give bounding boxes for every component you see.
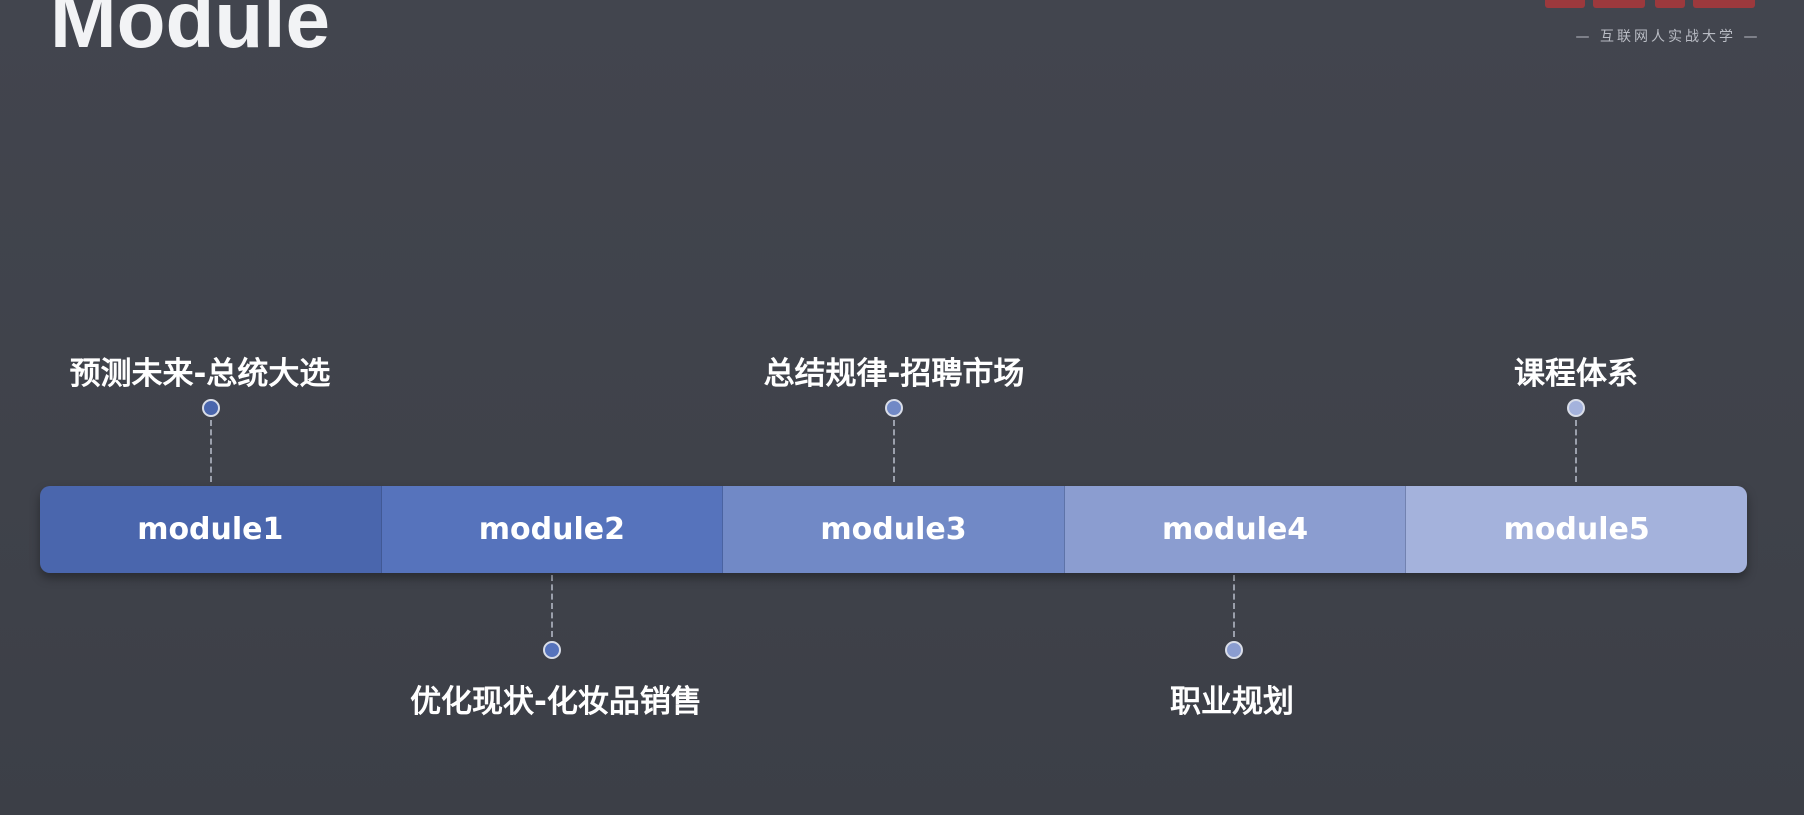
milestone-dot — [1567, 399, 1585, 417]
milestone-dot — [202, 399, 220, 417]
milestone-label: 优化现状-化妆品销售 — [410, 684, 702, 720]
page-title: Module — [50, 0, 330, 64]
milestone-label: 总结规律-招聘市场 — [763, 356, 1025, 392]
milestone-dot — [885, 399, 903, 417]
module-label: module5 — [1503, 512, 1650, 547]
module-label: module2 — [478, 512, 625, 547]
milestone-dot — [1225, 641, 1243, 659]
module-segment-1[interactable]: module1 — [40, 486, 382, 573]
logo-tagline: — 互联网人实战大学 — — [1575, 29, 1761, 45]
module-segment-4[interactable]: module4 — [1064, 486, 1407, 573]
milestone-label: 预测未来-总统大选 — [69, 356, 331, 392]
milestone-connector — [1575, 420, 1577, 482]
milestone-label: 课程体系 — [1514, 356, 1638, 392]
module-label: module3 — [820, 512, 967, 547]
brand-logo — [1545, 0, 1760, 12]
milestone-label: 职业规划 — [1170, 684, 1294, 720]
milestone-dot — [543, 641, 561, 659]
module-segment-3[interactable]: module3 — [723, 486, 1065, 573]
module-segment-5[interactable]: module5 — [1406, 486, 1747, 573]
milestone-connector — [1233, 575, 1235, 637]
module-label: module4 — [1161, 512, 1309, 547]
module-label: module1 — [137, 512, 284, 547]
module-timeline-bar: module1 module2 module3 module4 module5 — [40, 486, 1747, 573]
module-segment-2[interactable]: module2 — [381, 486, 724, 573]
milestone-connector — [893, 420, 895, 482]
milestone-connector — [551, 575, 553, 637]
milestone-connector — [210, 420, 212, 482]
